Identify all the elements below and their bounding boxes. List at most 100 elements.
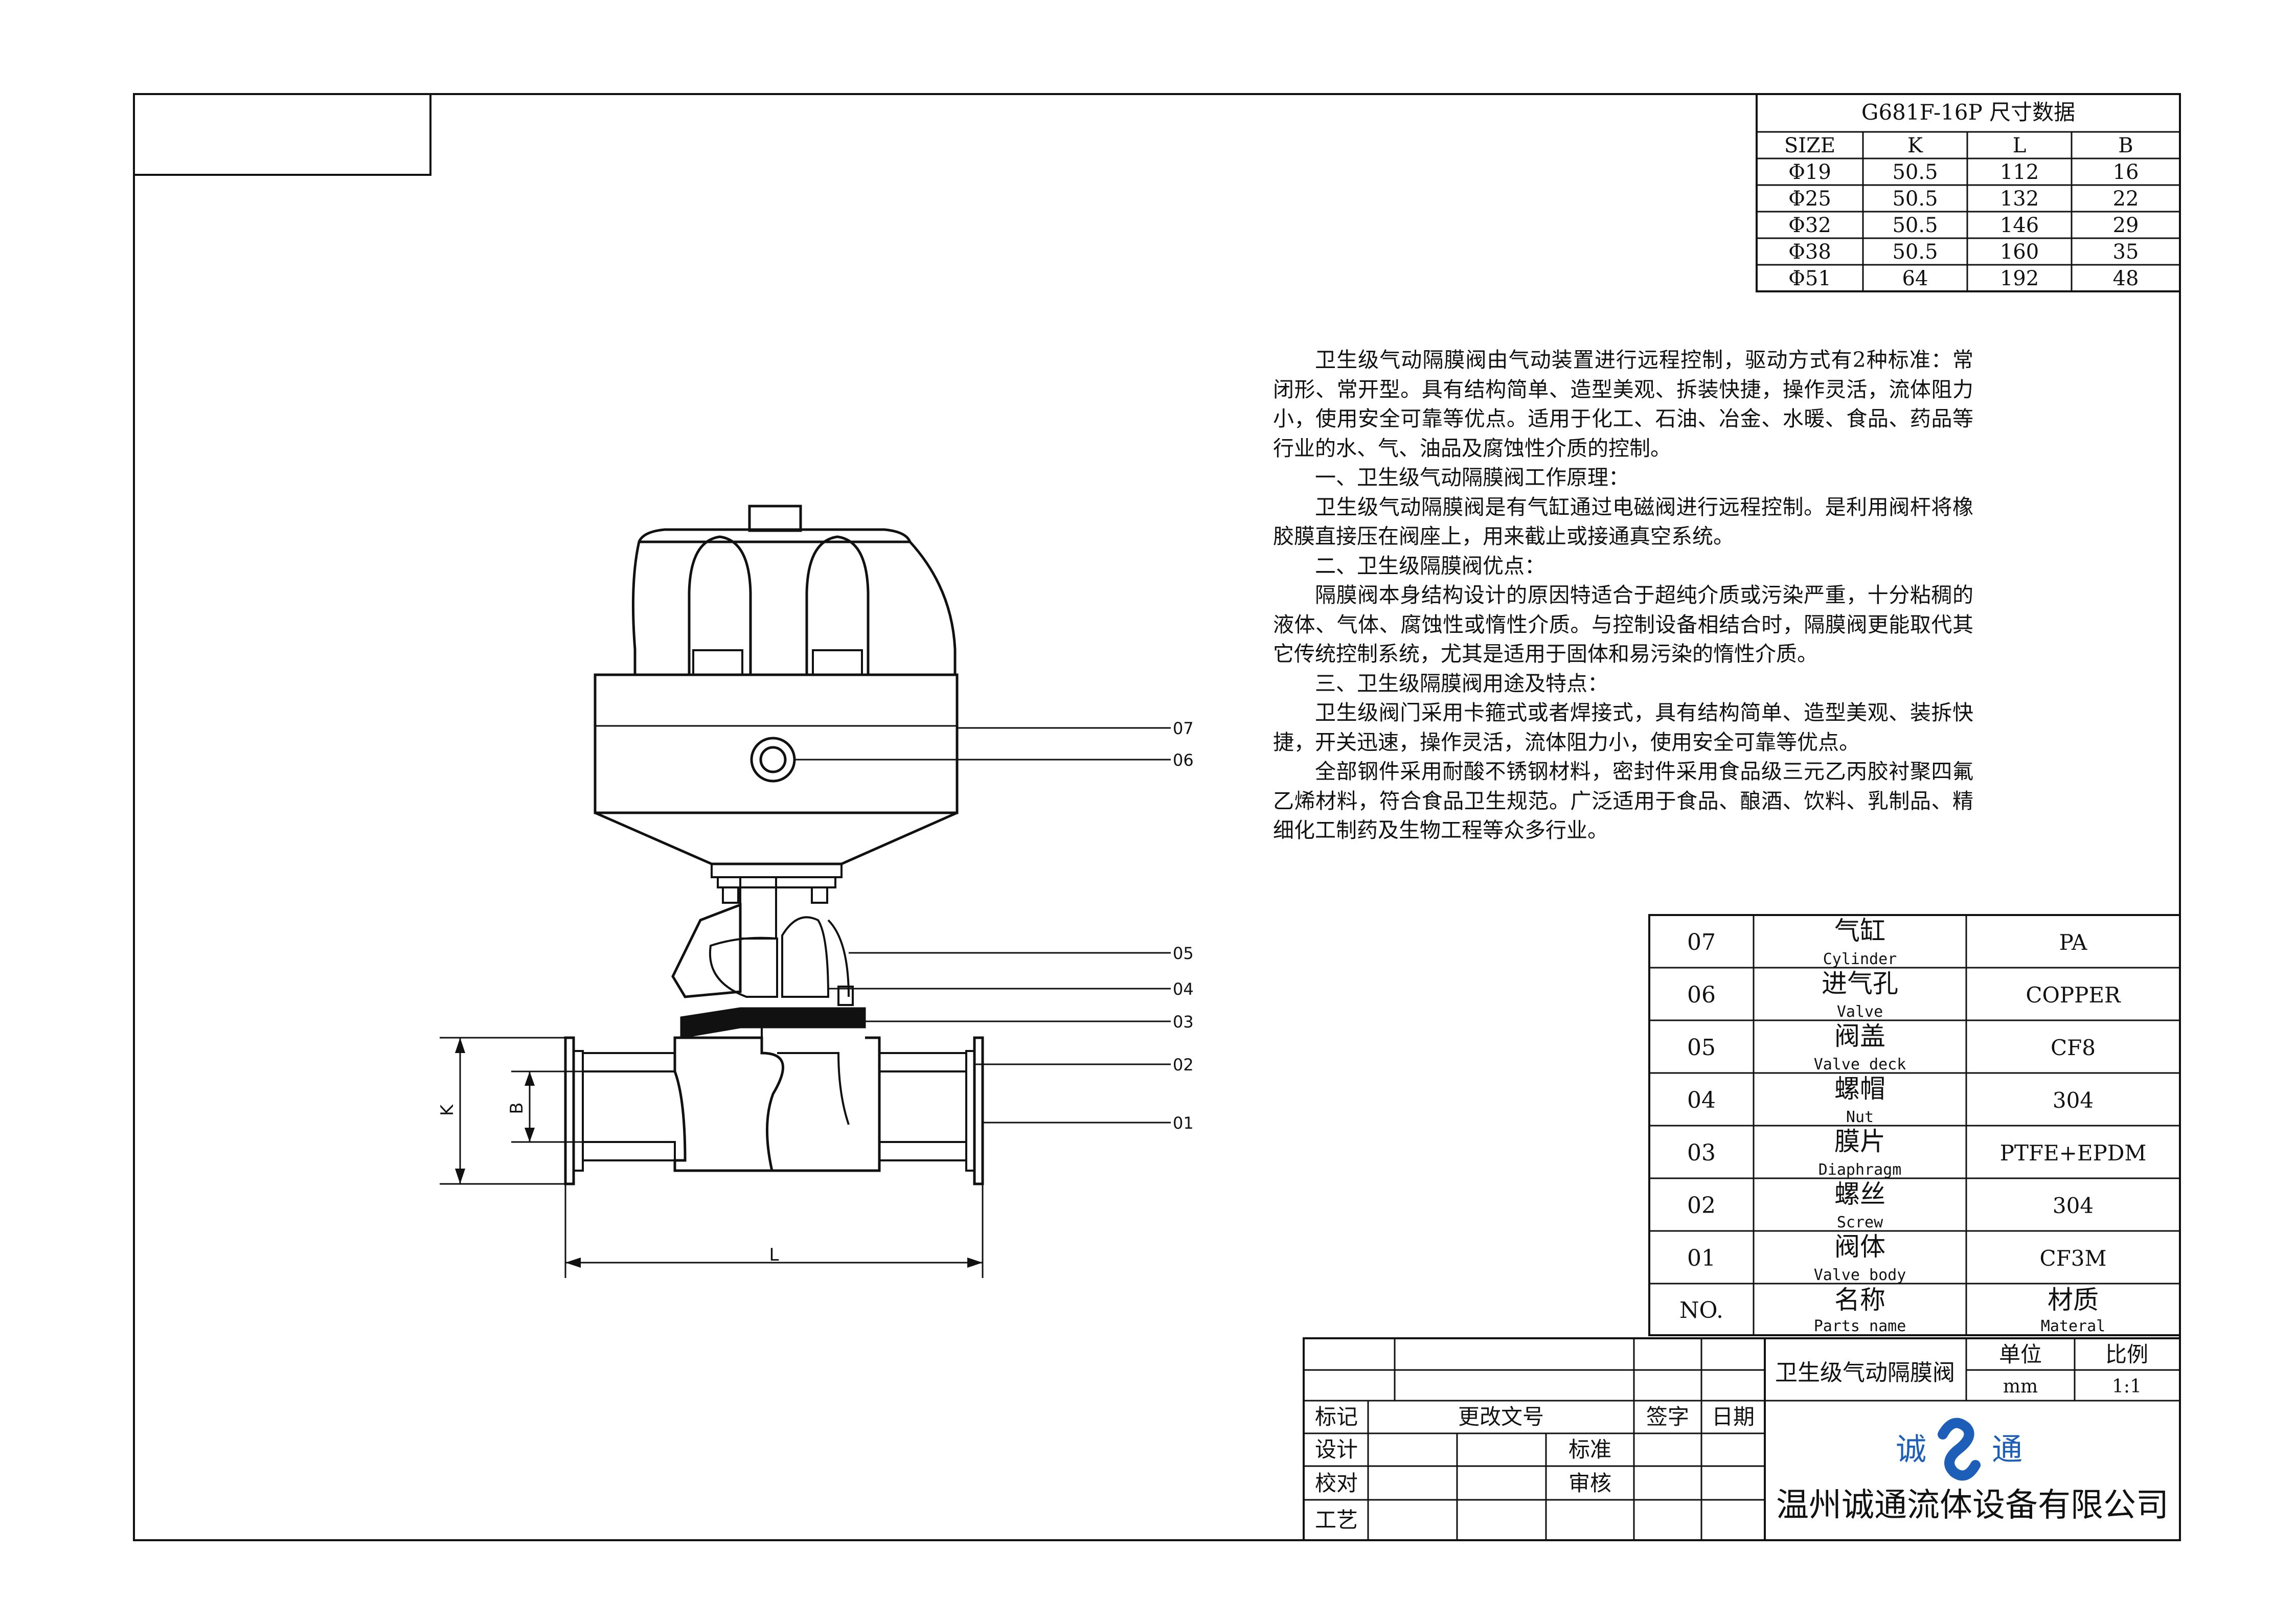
dim-b-label: B <box>507 1102 527 1114</box>
left-clamp-flange <box>564 1036 575 1185</box>
dim-header-b: B <box>2118 134 2133 157</box>
title-block: 标记 更改文号 签字 日期 设计 标准 校对 审核 工艺 卫生级气动隔膜阀 单位… <box>1303 1337 2181 1541</box>
part-name-cn: 膜片 <box>1834 1127 1885 1156</box>
part-name-cn: 气缸 <box>1834 916 1885 946</box>
part-material: PTFE+EPDM <box>2000 1140 2147 1166</box>
desc-materials: 全部钢件采用耐酸不锈钢材料，密封件采用食品级三元乙丙胶衬聚四氟乙烯材料，符合食品… <box>1273 759 1973 842</box>
right-clamp-flange <box>973 1036 984 1185</box>
tb-date: 日期 <box>1712 1404 1755 1429</box>
tb-standard: 标准 <box>1568 1437 1611 1462</box>
bonnet <box>671 903 742 998</box>
dim-header-k: K <box>1907 134 1923 157</box>
part-name-en: Nut <box>1846 1108 1874 1126</box>
dim-k-label: K <box>437 1104 458 1116</box>
callout-07: 07 <box>1173 719 1194 738</box>
tb-process: 工艺 <box>1315 1507 1358 1533</box>
dim-cell: 50.5 <box>1892 214 1938 237</box>
desc-heading-principle: 一、卫生级气动隔膜阀工作原理： <box>1315 465 1629 490</box>
tb-unit-label: 单位 <box>1999 1342 2042 1367</box>
tb-scale-value: 1:1 <box>2112 1376 2142 1397</box>
tb-check: 校对 <box>1315 1471 1358 1496</box>
valve-body <box>673 1036 785 1172</box>
dim-cell: Φ32 <box>1788 214 1831 237</box>
description-text: 卫生级气动隔膜阀由气动装置进行远程控制，驱动方式有2种标准：常闭形、常开型。具有… <box>1273 346 1973 846</box>
callout-02: 02 <box>1173 1055 1194 1075</box>
part-no: 06 <box>1687 982 1716 1008</box>
dim-header-l: L <box>2013 134 2027 157</box>
part-name-en: Valve deck <box>1814 1056 1906 1073</box>
tb-scale-label: 比例 <box>2105 1342 2148 1367</box>
part-name-en: Screw <box>1837 1214 1883 1231</box>
parts-header-cn: 名称 <box>1834 1285 1885 1315</box>
parts-header-no: NO. <box>1679 1297 1723 1323</box>
part-name-cn: 螺丝 <box>1834 1179 1885 1209</box>
dim-cell: 50.5 <box>1892 240 1938 264</box>
dim-cell: 48 <box>2113 267 2139 290</box>
corner-box <box>133 93 431 176</box>
actuator-top-cap <box>748 505 802 532</box>
part-material: 304 <box>2053 1193 2094 1218</box>
dim-cell: 146 <box>2000 214 2039 237</box>
dim-cell: Φ19 <box>1788 161 1831 184</box>
dim-cell: 29 <box>2113 214 2139 237</box>
dim-cell: 112 <box>2000 161 2039 184</box>
company-logo: 诚 通 <box>1896 1418 2022 1481</box>
desc-usage: 卫生级阀门采用卡箍式或者焊接式，具有结构简单、造型美观、装拆快捷，开关迅速，操作… <box>1273 700 1973 755</box>
tb-mark: 标记 <box>1315 1404 1358 1429</box>
part-name-en: Valve body <box>1814 1266 1906 1284</box>
part-name-cn: 螺帽 <box>1834 1074 1885 1104</box>
desc-advantages: 隔膜阀本身结构设计的原因特适合于超纯介质或污染严重，十分粘稠的液体、气体、腐蚀性… <box>1273 583 1973 666</box>
dim-cell: 192 <box>2000 267 2039 290</box>
dim-header-size: SIZE <box>1784 134 1835 157</box>
logo-mark-icon <box>1938 1418 1981 1481</box>
dimension-table: G681F-16P 尺寸数据 SIZE K L B Φ19 50.5 112 1… <box>1756 93 2181 292</box>
dim-cell: 50.5 <box>1892 187 1938 211</box>
callout-01: 01 <box>1173 1113 1194 1133</box>
part-no: 03 <box>1687 1140 1716 1166</box>
air-inlet-outer <box>750 737 796 783</box>
desc-intro: 卫生级气动隔膜阀由气动装置进行远程控制，驱动方式有2种标准：常闭形、常开型。具有… <box>1273 348 1973 461</box>
tb-product-name: 卫生级气动隔膜阀 <box>1775 1360 1955 1386</box>
callout-04: 04 <box>1173 979 1194 999</box>
dim-cell: 16 <box>2113 161 2139 184</box>
tb-unit-value: mm <box>2003 1376 2038 1397</box>
dim-cell: 22 <box>2113 187 2139 211</box>
callout-06: 06 <box>1173 750 1194 770</box>
part-name-cn: 阀体 <box>1834 1232 1885 1262</box>
actuator-dome <box>631 540 957 676</box>
dim-cell: 35 <box>2113 240 2139 264</box>
actuator-arch-right <box>805 535 870 675</box>
part-no: 02 <box>1687 1193 1716 1219</box>
part-material: COPPER <box>2026 983 2121 1008</box>
dim-cell: 132 <box>2000 187 2039 211</box>
valve-drawing: 07 06 05 04 03 02 01 K B L <box>437 505 1194 1278</box>
callout-03: 03 <box>1173 1012 1194 1032</box>
drawing-frame <box>133 93 2181 1541</box>
dim-cell: 50.5 <box>1892 161 1938 184</box>
cylinder-cone <box>594 811 958 865</box>
actuator-arch-left <box>688 535 752 675</box>
tb-review: 审核 <box>1568 1471 1611 1496</box>
part-material: CF3M <box>2039 1246 2106 1271</box>
air-inlet-inner <box>759 746 787 773</box>
logo-char-left: 诚 <box>1896 1432 1926 1468</box>
part-no: 04 <box>1687 1087 1716 1113</box>
cylinder-body <box>594 673 959 814</box>
dim-cell: 64 <box>1902 267 1928 290</box>
parts-header-mat-en: Materal <box>2041 1317 2105 1335</box>
part-name-en: Diaphragm <box>1818 1161 1902 1179</box>
dim-cell: Φ25 <box>1788 187 1831 211</box>
part-material: PA <box>2059 930 2087 955</box>
part-name-en: Cylinder <box>1823 950 1897 968</box>
part-no: 01 <box>1687 1245 1716 1271</box>
desc-heading-advantages: 二、卫生级隔膜阀优点： <box>1315 553 1545 578</box>
part-name-cn: 阀盖 <box>1834 1021 1885 1051</box>
tb-company: 温州诚通流体设备有限公司 <box>1776 1487 2169 1524</box>
dim-cell: Φ38 <box>1788 240 1831 264</box>
part-name-cn: 进气孔 <box>1822 969 1898 998</box>
part-material: 304 <box>2053 1088 2094 1113</box>
part-no: 05 <box>1687 1035 1716 1061</box>
tb-change-doc: 更改文号 <box>1458 1404 1544 1429</box>
dim-cell: Φ51 <box>1788 267 1831 290</box>
